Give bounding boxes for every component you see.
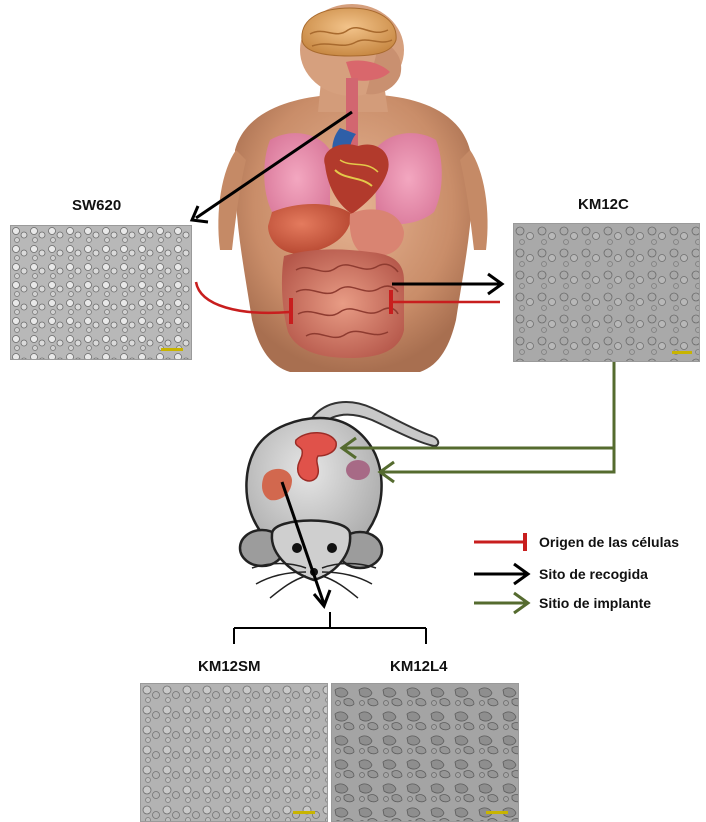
human-anatomy-illustration [218,4,487,372]
km12c-micrograph [513,223,700,362]
mouse-spleen-shape [346,460,370,480]
legend-implant-symbol [474,593,528,613]
km12sm-micrograph [140,683,328,822]
mouse-left-eye [292,543,302,553]
legend [474,533,528,613]
legend-collection-label: Sito de recogida [539,566,648,582]
km12l4-label: KM12L4 [390,658,448,675]
km12c-label: KM12C [578,196,629,213]
mouse-right-eye [327,543,337,553]
right-lung-shape [375,133,442,224]
mouse-illustration [240,402,438,598]
legend-collection-symbol [474,564,528,584]
bracket [234,612,426,644]
km12sm-label: KM12SM [198,658,261,675]
legend-origin-symbol [474,533,525,551]
sw620-micrograph [10,225,192,360]
legend-origin-label: Origen de las células [539,534,679,550]
km12l4-micrograph [331,683,519,822]
legend-implant-label: Sitio de implante [539,595,651,611]
sw620-label: SW620 [72,197,121,214]
